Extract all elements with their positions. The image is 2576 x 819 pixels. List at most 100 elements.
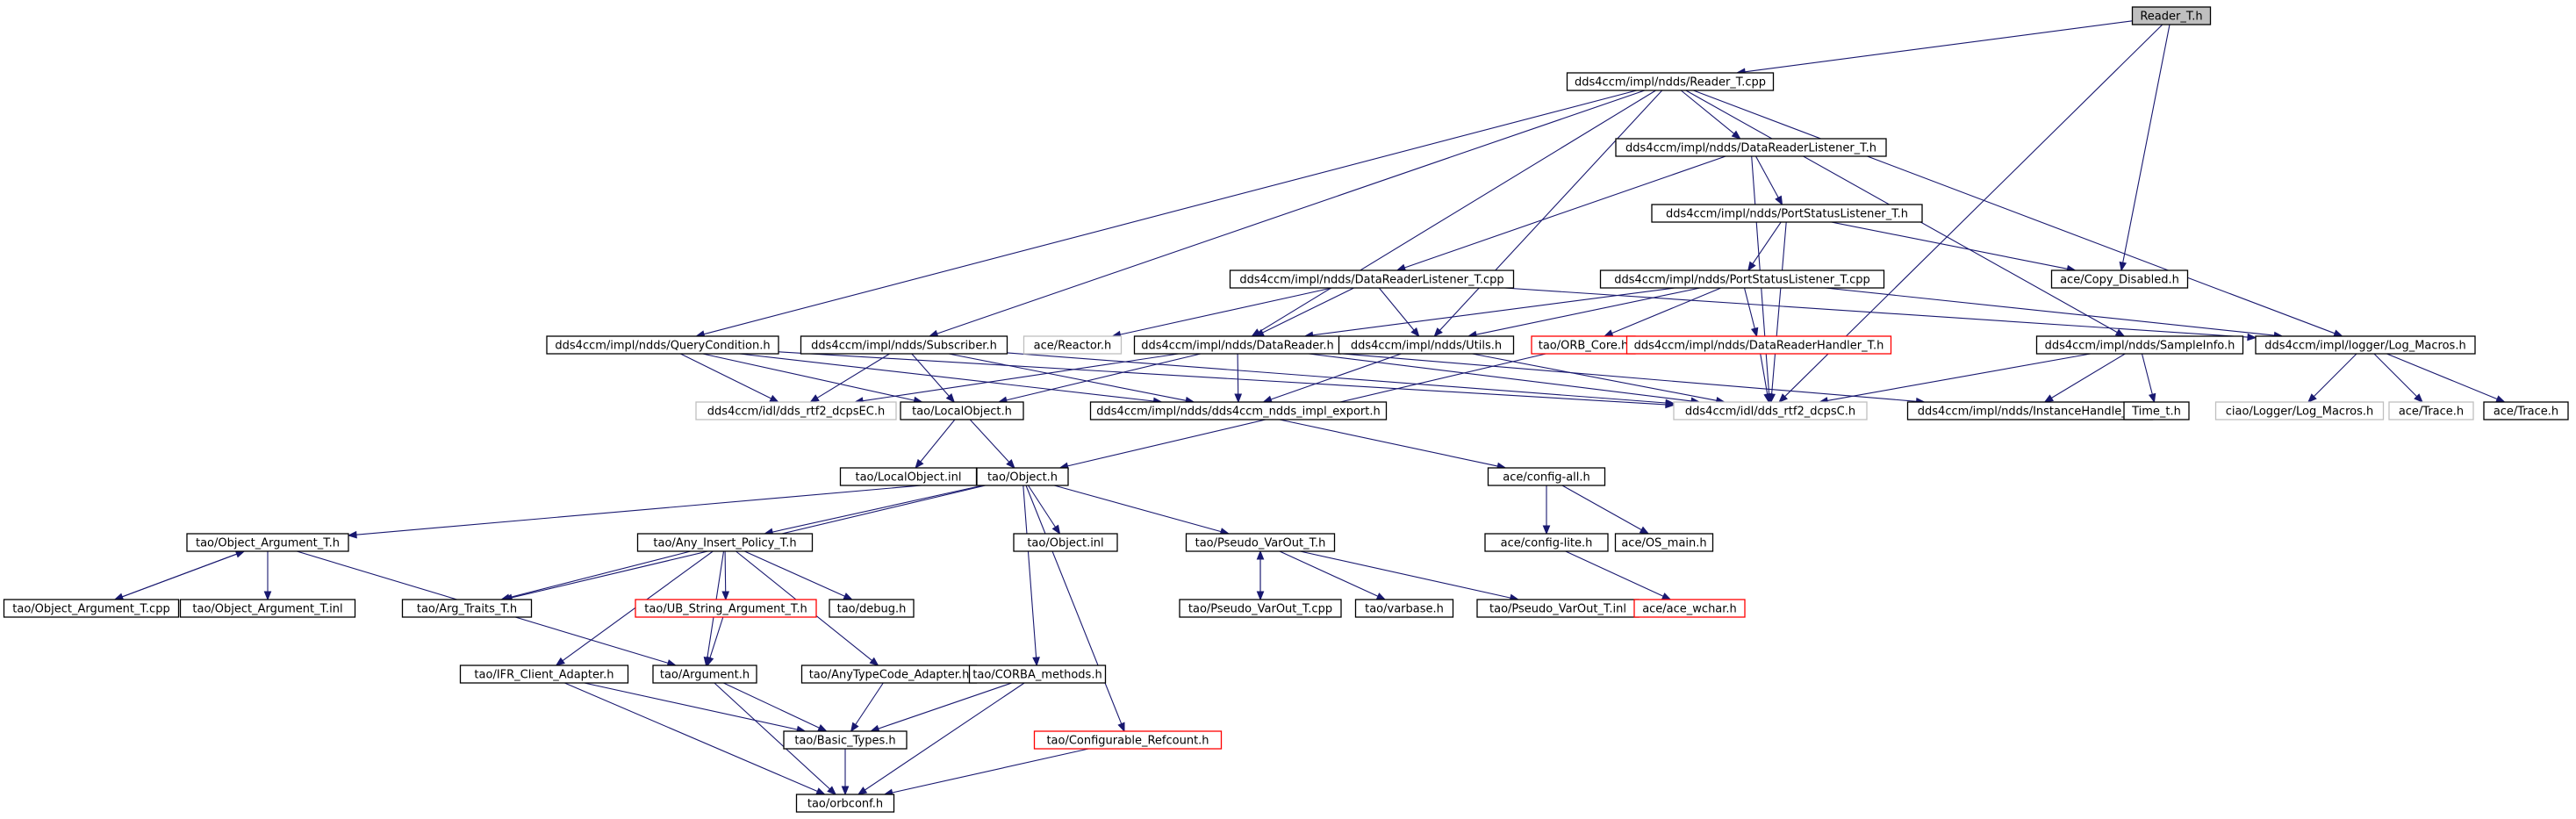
edge-datareader-to-instance-handle (1340, 353, 1926, 406)
node-rtf2-dcpsC[interactable]: dds4ccm/idl/dds_rtf2_dcpsC.h (1673, 401, 1868, 420)
node-pseudo-varout-inl[interactable]: tao/Pseudo_VarOut_T.inl (1476, 599, 1640, 618)
node-drl-t-h[interactable]: dds4ccm/impl/ndds/DataReaderListener_T.h (1615, 138, 1887, 157)
edge-arrowhead (827, 786, 837, 795)
node-drl-t-cpp[interactable]: dds4ccm/impl/ndds/DataReaderListener_T.c… (1229, 269, 1515, 289)
edge-line (1475, 287, 1701, 335)
edge-drl-t-h-to-psl-t-h (1755, 155, 1783, 206)
edge-line (1028, 485, 1056, 528)
node-ace-trace[interactable]: ace/Trace.h (2483, 401, 2569, 420)
edge-line (2386, 353, 2498, 400)
edge-basic-types-to-orbconf (841, 749, 850, 796)
edge-line (1825, 287, 2275, 336)
node-pseudo-varout-h[interactable]: tao/Pseudo_VarOut_T.h (1185, 533, 1336, 552)
node-utils[interactable]: dds4ccm/impl/ndds/Utils.h (1338, 335, 1515, 355)
node-impl-export[interactable]: dds4ccm/impl/ndds/dds4ccm_ndds_impl_expo… (1089, 401, 1388, 420)
edge-config-all-to-config-lite (1542, 485, 1551, 535)
edge-arrowhead (1375, 593, 1387, 600)
edge-argument-h-to-basic-types (723, 682, 828, 732)
node-pseudo-varout-cpp[interactable]: tao/Pseudo_VarOut_T.cpp (1179, 599, 1342, 618)
edge-reader-t-cpp-to-datareader (1251, 90, 1656, 337)
edge-corba-methods-to-basic-types (869, 682, 1012, 733)
node-box (1033, 730, 1223, 750)
node-time-t[interactable]: Time_t.h (2123, 401, 2190, 420)
node-object-argument-t-inl[interactable]: tao/Object_Argument_T.inl (179, 599, 356, 618)
node-datareader[interactable]: dds4ccm/impl/ndds/DataReader.h (1133, 335, 1342, 355)
edge-localobject-h-to-object-h (969, 419, 1015, 469)
edge-line (724, 550, 727, 593)
node-configurable-refcount[interactable]: tao/Configurable_Refcount.h (1033, 730, 1223, 750)
edge-line (1340, 353, 1917, 402)
node-copy-disabled[interactable]: ace/Copy_Disabled.h (2050, 269, 2189, 289)
edge-arrowhead (815, 787, 826, 795)
node-ace-trace-ext[interactable]: ace/Trace.h (2388, 401, 2474, 420)
edge-arrowhead (769, 394, 779, 403)
node-ace-wchar[interactable]: ace/ace_wchar.h (1633, 599, 1746, 618)
edge-arrowhead (1256, 550, 1265, 560)
node-argument-h[interactable]: tao/Argument.h (652, 665, 757, 684)
edge-arrowhead (945, 393, 956, 404)
edge-line (865, 682, 1025, 791)
node-subscriber[interactable]: dds4ccm/impl/ndds/Subscriber.h (800, 335, 1008, 355)
node-rtf2-dcpsEC[interactable]: dds4ccm/idl/dds_rtf2_dcpsEC.h (695, 401, 897, 420)
node-ace-reactor[interactable]: ace/Reactor.h (1023, 335, 1123, 355)
edge-line (2122, 24, 2171, 263)
node-log-macros[interactable]: dds4ccm/impl/logger/Log_Macros.h (2255, 335, 2476, 355)
node-config-all[interactable]: ace/config-all.h (1487, 467, 1606, 486)
edge-line (1300, 550, 1511, 599)
node-box (2214, 401, 2385, 420)
edge-datareader-to-localobject-h (997, 353, 1202, 405)
node-localobject-h[interactable]: tao/LocalObject.h (900, 401, 1024, 420)
node-sampleinfo[interactable]: dds4ccm/impl/ndds/SampleInfo.h (2035, 335, 2244, 355)
node-query-condition[interactable]: dds4ccm/impl/ndds/QueryCondition.h (546, 335, 779, 355)
node-arg-traits[interactable]: tao/Arg_Traits_T.h (401, 599, 533, 618)
node-ifr-client-adapter[interactable]: tao/IFR_Client_Adapter.h (459, 665, 629, 684)
node-basic-types[interactable]: tao/Basic_Types.h (783, 730, 908, 750)
edge-line (1258, 90, 1656, 333)
node-label: Reader_T.h (2140, 11, 2202, 24)
node-object-inl[interactable]: tao/Object.inl (1013, 533, 1118, 552)
node-object-h[interactable]: tao/Object.h (976, 467, 1069, 486)
node-label: dds4ccm/impl/ndds/DataReaderListener_T.c… (1239, 274, 1503, 287)
edge-line (584, 682, 798, 730)
edge-arrowhead (2247, 333, 2257, 341)
node-ciao-log-macros[interactable]: ciao/Logger/Log_Macros.h (2214, 401, 2385, 420)
node-orbconf[interactable]: tao/orbconf.h (795, 794, 895, 813)
node-os-main[interactable]: ace/OS_main.h (1614, 533, 1714, 552)
node-object-argument-t-h[interactable]: tao/Object_Argument_T.h (186, 533, 349, 552)
node-reader-t-cpp[interactable]: dds4ccm/impl/ndds/Reader_T.cpp (1566, 72, 1775, 91)
edge-line (1439, 90, 1663, 331)
node-label: dds4ccm/impl/ndds/PortStatusListener_T.c… (1614, 274, 1869, 287)
node-varbase[interactable]: tao/varbase.h (1354, 599, 1454, 618)
node-psl-t-cpp[interactable]: dds4ccm/impl/ndds/PortStatusListener_T.c… (1599, 269, 1885, 289)
edge-psl-t-cpp-to-utils (1467, 287, 1701, 339)
node-config-lite[interactable]: ace/config-lite.h (1484, 533, 1609, 552)
node-box (1651, 204, 1923, 223)
node-ub-string-arg[interactable]: tao/UB_String_Argument_T.h (635, 599, 817, 618)
node-corba-methods[interactable]: tao/CORBA_methods.h (968, 665, 1107, 684)
node-reader-t-h[interactable]: Reader_T.h (2131, 6, 2212, 25)
edge-line (1771, 221, 1787, 395)
node-object-argument-t-cpp[interactable]: tao/Object_Argument_T.cpp (3, 599, 180, 618)
node-dr-handler[interactable]: dds4ccm/impl/ndds/DataReaderHandler_T.h (1625, 335, 1892, 355)
node-box (2131, 6, 2212, 25)
edge-ub-string-arg-to-argument-h (706, 616, 724, 667)
node-debug-h[interactable]: tao/debug.h (829, 599, 915, 618)
node-psl-t-h[interactable]: dds4ccm/impl/ndds/PortStatusListener_T.h (1651, 204, 1923, 223)
edge-reader-t-h-to-copy-disabled (2119, 24, 2171, 272)
node-label: tao/Basic_Types.h (794, 735, 895, 748)
edge-line (508, 550, 691, 599)
node-localobject-inl[interactable]: tao/LocalObject.inl (839, 467, 978, 486)
edge-object-argument-t-h-to-object-argument-t-inl (263, 551, 272, 601)
node-any-insert-policy[interactable]: tao/Any_Insert_Policy_T.h (636, 533, 814, 552)
node-instance-handle[interactable]: dds4ccm/impl/ndds/InstanceHandle_t.h (1906, 401, 2154, 420)
edge-pseudo-varout-cpp-to-pseudo-varout-h (1256, 550, 1265, 600)
node-orb-core[interactable]: tao/ORB_Core.h (1531, 335, 1636, 355)
edge-datareader-to-impl-export (1234, 353, 1243, 404)
edge-sampleinfo-to-instance-handle (2043, 353, 2126, 403)
edge-line (878, 682, 1012, 729)
node-label: dds4ccm/impl/ndds/InstanceHandle_t.h (1918, 406, 2142, 419)
edge-reader-t-cpp-to-subscriber (928, 90, 1646, 338)
edge-arrowhead (843, 593, 853, 600)
node-anytypecode-adapter[interactable]: tao/AnyTypeCode_Adapter.h (800, 665, 978, 684)
